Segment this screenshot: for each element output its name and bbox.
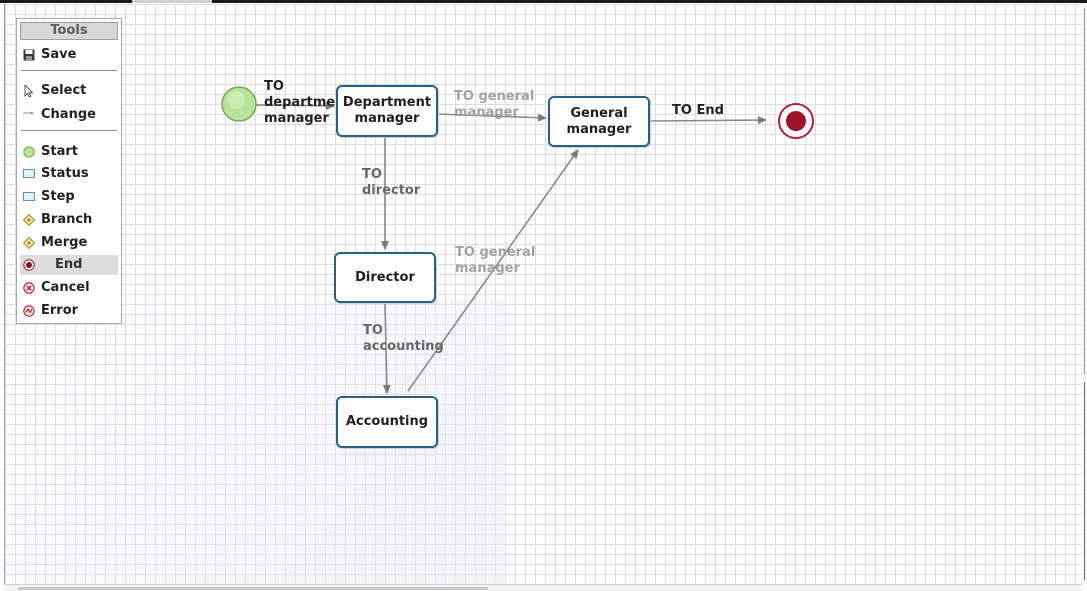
edge-label-to-end: TO End bbox=[672, 103, 724, 118]
node-label: General manager bbox=[566, 105, 632, 137]
edge-label-to-director: TO director bbox=[362, 167, 421, 198]
window-top-bar bbox=[0, 0, 1087, 3]
tool-select[interactable]: Select bbox=[20, 81, 118, 101]
tool-save[interactable]: Save bbox=[20, 45, 118, 65]
node-department-manager[interactable]: Department manager bbox=[336, 85, 438, 137]
tool-error[interactable]: Error bbox=[20, 301, 118, 321]
status-box-icon bbox=[23, 169, 35, 178]
tool-change[interactable]: Change bbox=[20, 105, 118, 125]
floppy-disk-icon bbox=[23, 49, 35, 61]
connector-arrow-icon bbox=[23, 111, 34, 115]
horizontal-scrollbar[interactable] bbox=[4, 584, 1082, 591]
node-director[interactable]: Director bbox=[334, 252, 436, 303]
merge-diamond-icon bbox=[23, 237, 35, 249]
tools-separator bbox=[21, 130, 117, 131]
tool-status[interactable]: Status bbox=[20, 164, 118, 184]
end-circle-icon bbox=[23, 259, 35, 271]
error-circle-icon bbox=[23, 305, 35, 317]
edge-label-to-general-manager-diagonal: TO general manager bbox=[455, 245, 536, 276]
node-label: Accounting bbox=[345, 414, 429, 429]
tool-step[interactable]: Step bbox=[20, 187, 118, 207]
tool-merge[interactable]: Merge bbox=[20, 233, 118, 253]
tool-start[interactable]: Start bbox=[20, 142, 118, 162]
node-label: Director bbox=[355, 269, 415, 285]
edge-label-to-department-manager: TO department manager bbox=[264, 79, 351, 126]
tools-title: Tools bbox=[20, 22, 118, 40]
tool-cancel[interactable]: Cancel bbox=[20, 278, 118, 298]
tools-separator bbox=[21, 70, 117, 71]
tool-branch[interactable]: Branch bbox=[20, 210, 118, 230]
branch-diamond-icon bbox=[23, 214, 35, 226]
active-tab-indicator[interactable] bbox=[132, 0, 212, 3]
horizontal-scroll-thumb[interactable] bbox=[18, 587, 488, 590]
tool-end[interactable]: End bbox=[20, 255, 118, 275]
node-label: Department manager bbox=[342, 95, 432, 126]
node-accounting[interactable]: Accounting bbox=[336, 396, 438, 448]
edge-label-to-accounting: TO accounting bbox=[363, 323, 444, 354]
edge-label-to-general-manager-top: TO general manager bbox=[454, 89, 535, 120]
node-general-manager[interactable]: General manager bbox=[548, 96, 650, 147]
tools-palette: Tools Save Select Change Start Sta bbox=[16, 18, 122, 324]
start-circle-icon bbox=[23, 146, 35, 158]
vertical-scrollbar[interactable] bbox=[1082, 4, 1087, 584]
workflow-canvas[interactable] bbox=[4, 4, 1083, 584]
cancel-circle-icon bbox=[23, 282, 35, 294]
step-box-icon bbox=[23, 192, 35, 201]
cursor-arrow-icon bbox=[24, 85, 34, 97]
